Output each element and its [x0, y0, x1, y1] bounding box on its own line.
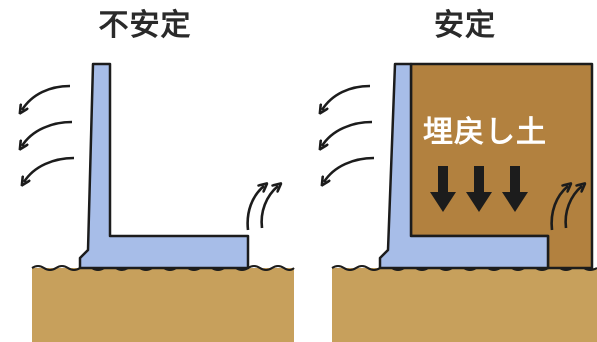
stable-title: 安定: [434, 8, 496, 43]
unstable-panel: [22, 62, 295, 342]
stable-panel: [322, 62, 597, 342]
ground-soil: [32, 268, 294, 342]
retaining-wall: [78, 62, 250, 270]
curved-arrow-icon: [260, 186, 278, 229]
down-arrow-icon: [430, 166, 456, 212]
curved-arrow-icon: [22, 84, 71, 110]
curved-arrow-icon: [322, 84, 371, 110]
curved-arrow-icon: [322, 120, 373, 146]
curved-arrow-icon: [22, 120, 73, 146]
ground-soil: [332, 268, 597, 342]
unstable-title: 不安定: [98, 8, 192, 43]
down-arrow-icon: [466, 166, 492, 212]
retaining-wall: [378, 62, 550, 270]
curved-arrow-icon: [564, 186, 582, 229]
curved-arrow-icon: [24, 156, 75, 182]
curved-arrow-icon: [324, 156, 375, 182]
down-arrow-icon: [502, 166, 528, 212]
curved-arrow-icon: [246, 186, 264, 231]
curved-arrow-icon: [550, 186, 568, 231]
backfill-label: 埋戻し土: [423, 115, 547, 150]
